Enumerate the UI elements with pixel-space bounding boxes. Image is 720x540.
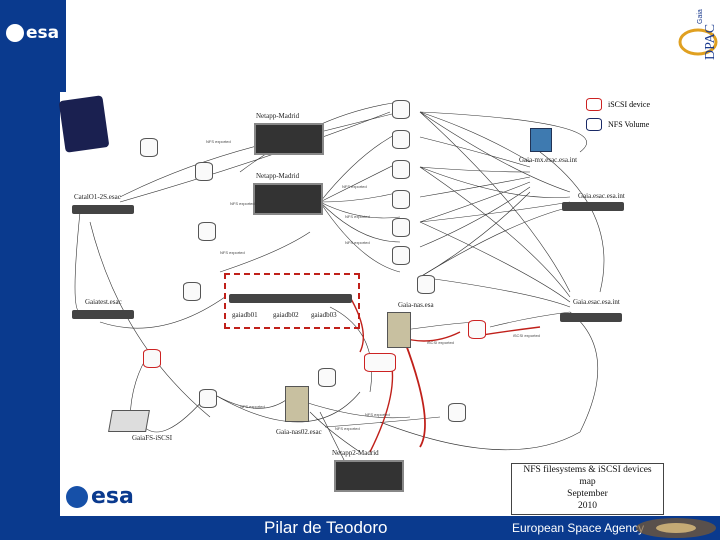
gaiadb01-server (229, 294, 273, 303)
nfs-volume (318, 368, 336, 387)
dpac-logo-icon: Gaia DPAC (678, 9, 718, 60)
gaia-nas02-tower-icon (285, 386, 309, 422)
catali-server (72, 205, 134, 214)
esa-logo-top: esa (4, 20, 62, 48)
edge-label: NFS exported (342, 184, 367, 189)
edge-label: NFS exported (365, 412, 390, 417)
dpac-logo-text: DPAC (703, 24, 718, 60)
legend-iscsi-label: iSCSI device (608, 100, 650, 109)
presenter-name: Pilar de Teodoro (264, 518, 388, 537)
edge-label: NFS exported (335, 426, 360, 431)
edge-label: NFS exported (206, 139, 231, 144)
gaia-nas-tower-icon (387, 312, 411, 348)
nfs-volume (392, 190, 410, 209)
agency-name: European Space Agency (512, 521, 645, 535)
gaiadb02-server (270, 294, 314, 303)
nfs-diagram-panel (60, 92, 676, 516)
left-sidebar-band (0, 0, 66, 516)
nfs-volume (392, 160, 410, 179)
edge-label: NFS exported (240, 404, 265, 409)
esa-logo-bottom: esa (64, 482, 142, 514)
title-line: NFS filesystems & iSCSI devices (523, 465, 652, 475)
iscsi-device (364, 353, 396, 372)
gaiatest-server (72, 310, 134, 319)
gaia-disk-label: GaiaFS-iSCSI (132, 434, 173, 442)
dpac-logo: Gaia DPAC (676, 2, 720, 66)
gaiadb03-server (308, 294, 352, 303)
gaia-mission-logo (58, 95, 110, 153)
legend-iscsi: iSCSI device (586, 98, 650, 111)
edge-label: iSCSI exported (427, 340, 454, 345)
nfs-volume (448, 403, 466, 422)
nfs-volume (183, 282, 201, 301)
iscsi-device (143, 349, 161, 368)
nfs-volume (417, 275, 435, 294)
gaia-esac-server (560, 313, 622, 322)
esa-swirl-icon (66, 486, 88, 508)
esa-logo-text: esa (26, 23, 60, 43)
title-line: map (579, 477, 596, 487)
iscsi-cylinder-icon (586, 98, 602, 111)
nfs-volume (392, 100, 410, 119)
gaia-nas-label: Gaia-nas.esa (398, 301, 434, 309)
esa-logo-text: esa (91, 484, 134, 509)
nfs-volume (199, 389, 217, 408)
netapp-mid-label: Netapp-Madrid (256, 172, 300, 180)
netapp-top (254, 123, 324, 155)
edge-label: NFS exported (345, 240, 370, 245)
legend-nfs: NFS Volume (586, 118, 649, 131)
gaia-disk-icon (108, 410, 150, 432)
iscsi-device (468, 320, 486, 339)
footer-bar: Pilar de Teodoro European Space Agency (0, 516, 720, 540)
diagram-title-box: NFS filesystems & iSCSI devices map Sept… (511, 463, 664, 515)
galaxy-decoration (636, 518, 716, 538)
esa-swirl-icon (6, 24, 24, 42)
legend-nfs-label: NFS Volume (608, 120, 650, 129)
gaia-nas02-label: Gaia-nas02.esac (276, 428, 322, 436)
title-line: 2010 (578, 501, 597, 511)
nfs-volume (392, 130, 410, 149)
gaia-cluster-server (562, 202, 624, 211)
edge-label: NFS exported (220, 250, 245, 255)
gaia-cluster-label: Gaia.esac.esa.int (578, 192, 625, 200)
netapp-bottom (334, 460, 404, 492)
nfs-volume (392, 246, 410, 265)
gaiadb02-label: gaiadb02 (273, 311, 299, 319)
netapp-top-label: Netapp-Madrid (256, 112, 300, 120)
nfs-volume (198, 222, 216, 241)
nfs-volume (392, 218, 410, 237)
gaiatest-label: Gaiatest.esac (85, 298, 122, 306)
gaia-mx-label: Gaia-mx.esac.esa.int (519, 156, 578, 164)
gaia-mx-cluster-icon (530, 128, 552, 152)
netapp-mid (253, 183, 323, 215)
gaia-esac-label: Gaia.esac.esa.int (573, 298, 620, 306)
gaiadb-cluster-box (224, 273, 360, 329)
netapp-bottom-label: Netapp2-Madrid (332, 449, 379, 457)
gaiadb01-label: gaiadb01 (232, 311, 258, 319)
edge-label: NFS exported (345, 214, 370, 219)
edge-label: NFS exported (230, 201, 255, 206)
nfs-volume (195, 162, 213, 181)
legend: iSCSI device NFS Volume (586, 94, 666, 134)
nfs-volume (140, 138, 158, 157)
catali-label: CatalO1-2S.esac (74, 193, 121, 201)
gaiadb03-label: gaiadb03 (311, 311, 337, 319)
nfs-cylinder-icon (586, 118, 602, 131)
edge-label: iSCSI exported (513, 333, 540, 338)
title-line: September (567, 489, 608, 499)
gaia-logo-text: Gaia (697, 9, 704, 24)
